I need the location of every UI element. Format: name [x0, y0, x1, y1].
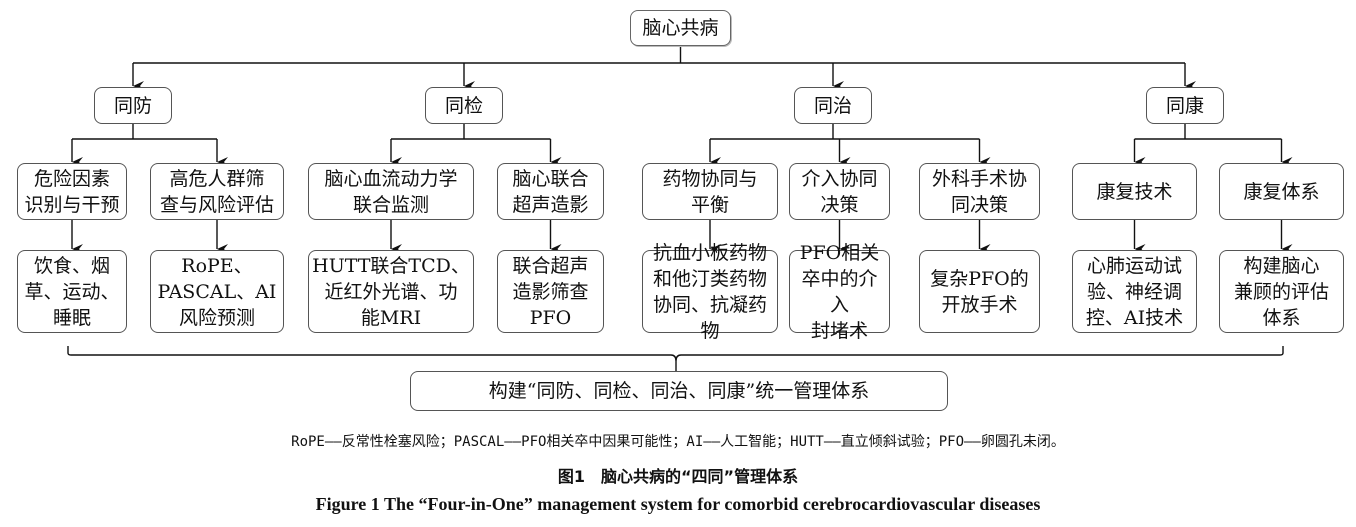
measure-node: 抗血小板药物 和他汀类药物 协同、抗凝药物: [642, 242, 778, 342]
figure-title-chinese: 图1 脑心共病的“四同”管理体系: [557, 467, 799, 486]
measure-node-label: 联合超声 造影筛查 PFO: [512, 254, 589, 329]
pillar-node-label: 同治: [813, 94, 852, 117]
pillar-node: 同康: [1146, 87, 1224, 124]
strategy-node-label: 介入协同 决策: [801, 167, 878, 216]
strategy-node: 介入协同 决策: [789, 163, 890, 220]
strategy-node: 危险因素 识别与干预: [17, 163, 127, 220]
measure-node: RoPE、 PASCAL、AI 风险预测: [150, 250, 284, 333]
strategy-node-label: 危险因素 识别与干预: [24, 167, 120, 216]
summary-node: 构建“同防、同检、同治、同康”统一管理体系: [410, 371, 948, 411]
measure-node: 构建脑心 兼顾的评估 体系: [1219, 250, 1344, 333]
measure-node: PFO相关 卒中的介入 封堵术: [789, 242, 890, 342]
root-node: 脑心共病: [630, 10, 731, 46]
measure-node: 心肺运动试 验、神经调 控、AI技术: [1072, 250, 1197, 333]
strategy-node-label: 脑心联合 超声造影: [512, 167, 589, 216]
pillar-node: 同治: [794, 87, 872, 124]
figure-title-english: Figure 1 The “Four-in-One” management sy…: [315, 494, 1041, 514]
strategy-node-label: 康复体系: [1243, 180, 1320, 203]
measure-node: HUTT联合TCD、 近红外光谱、功 能MRI: [308, 250, 474, 333]
measure-node-label: RoPE、 PASCAL、AI 风险预测: [157, 254, 277, 329]
summary-node-label: 构建“同防、同检、同治、同康”统一管理体系: [488, 380, 870, 402]
strategy-node: 高危人群筛 查与风险评估: [150, 163, 284, 220]
strategy-node-label: 药物协同与 平衡: [662, 167, 758, 216]
summary-brace: [67, 352, 1284, 362]
pillar-node-label: 同康: [1165, 94, 1204, 117]
abbreviation-legend: RoPE——反常性栓塞风险；PASCAL——PFO相关卒中因果可能性；AI——人…: [291, 434, 1065, 450]
strategy-node-label: 脑心血流动力学 联合监测: [324, 167, 458, 216]
pillar-node-label: 同防: [113, 94, 152, 117]
measure-node-label: 抗血小板药物 和他汀类药物 协同、抗凝药物: [652, 241, 767, 342]
strategy-node-label: 康复技术: [1096, 180, 1173, 203]
strategy-node-label: 高危人群筛 查与风险评估: [159, 167, 274, 216]
root-node-label: 脑心共病: [642, 17, 719, 39]
pillar-node-label: 同检: [444, 94, 483, 117]
measure-node-label: 心肺运动试 验、神经调 控、AI技术: [1085, 254, 1184, 329]
measure-node: 复杂PFO的 开放手术: [919, 250, 1040, 333]
pillar-node: 同防: [94, 87, 172, 124]
measure-node: 饮食、烟 草、运动、 睡眠: [17, 250, 127, 333]
strategy-node: 康复技术: [1072, 163, 1197, 220]
measure-node-label: 复杂PFO的 开放手术: [930, 267, 1029, 316]
strategy-node: 脑心血流动力学 联合监测: [308, 163, 474, 220]
measure-node-label: 饮食、烟 草、运动、 睡眠: [24, 254, 120, 329]
strategy-node: 康复体系: [1219, 163, 1344, 220]
strategy-node: 外科手术协 同决策: [919, 163, 1040, 220]
measure-node-label: HUTT联合TCD、 近红外光谱、功 能MRI: [312, 254, 470, 329]
strategy-node: 脑心联合 超声造影: [497, 163, 604, 220]
strategy-node: 药物协同与 平衡: [642, 163, 778, 220]
strategy-node-label: 外科手术协 同决策: [931, 167, 1027, 216]
measure-node-label: PFO相关 卒中的介入 封堵术: [799, 241, 880, 342]
measure-node: 联合超声 造影筛查 PFO: [497, 250, 604, 333]
flowchart-connectors: [67, 46, 1293, 371]
pillar-node: 同检: [425, 87, 503, 124]
measure-node-label: 构建脑心 兼顾的评估 体系: [1233, 254, 1329, 329]
